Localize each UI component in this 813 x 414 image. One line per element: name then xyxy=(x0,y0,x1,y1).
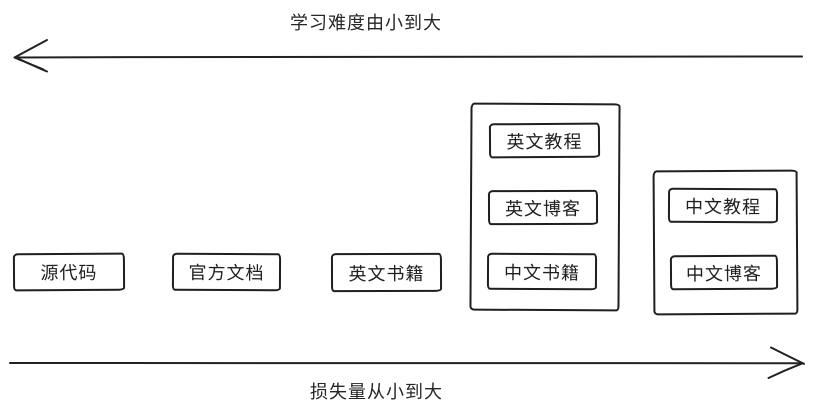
arrow-right-icon xyxy=(9,346,805,379)
bottom-axis-label: 损失量从小到大 xyxy=(310,382,443,402)
box-official-docs: 官方文档 xyxy=(171,252,282,292)
box-source-code: 源代码 xyxy=(12,252,126,292)
box-english-books: 英文书籍 xyxy=(330,252,443,293)
box-chinese-books: 中文书籍 xyxy=(486,252,598,291)
box-chinese-blogs: 中文博客 xyxy=(669,254,779,291)
box-chinese-tutorials: 中文教程 xyxy=(667,187,779,224)
box-english-tutorials: 英文教程 xyxy=(488,122,601,159)
arrow-left-icon xyxy=(13,39,803,73)
top-axis-label: 学习难度由小到大 xyxy=(290,13,442,33)
box-english-blogs: 英文博客 xyxy=(487,189,599,226)
